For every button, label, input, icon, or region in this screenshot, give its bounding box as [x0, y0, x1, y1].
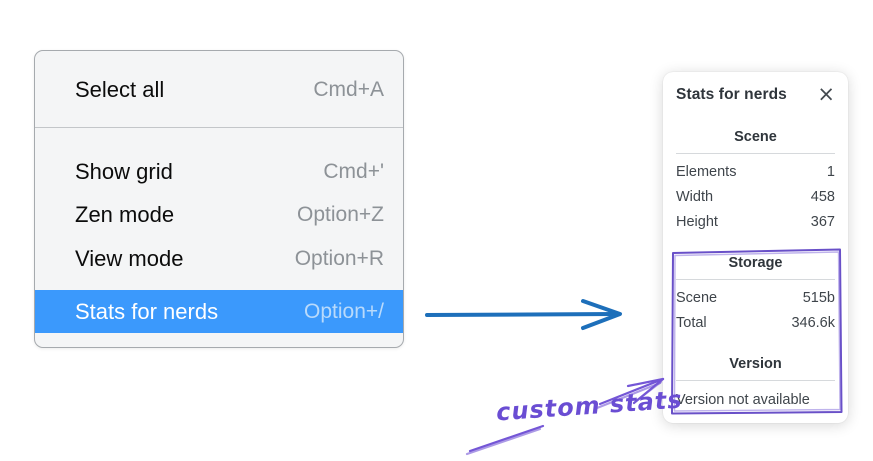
stat-value: 515b [802, 289, 835, 306]
stats-panel: Stats for nerds × Scene Elements 1 Width… [663, 72, 848, 423]
menu-item-shortcut: Option+R [294, 247, 384, 270]
flow-arrow-icon [425, 299, 622, 330]
stats-panel-header: Stats for nerds × [676, 84, 835, 105]
stat-row-total-storage: Total 346.6k [676, 310, 835, 335]
menu-item-label: Stats for nerds [75, 298, 219, 324]
section-title-version: Version [729, 356, 782, 372]
stat-label: Total [676, 314, 707, 331]
version-note: Version not available [676, 392, 810, 408]
menu-item-shortcut: Cmd+' [323, 160, 384, 183]
annotation-box [671, 248, 843, 415]
stat-row-width: Width 458 [676, 184, 835, 209]
section-title-storage: Storage [728, 255, 783, 271]
stats-panel-title: Stats for nerds [676, 85, 787, 103]
section-divider [676, 153, 835, 154]
annotation-arrow-icon [465, 377, 665, 456]
menu-item-view-mode[interactable]: View mode Option+R [35, 237, 403, 281]
stat-row-scene-storage: Scene 515b [676, 285, 835, 310]
menu-item-select-all[interactable]: Select all Cmd+A [35, 68, 403, 112]
section-divider [676, 380, 835, 381]
menu-item-shortcut: Option+Z [297, 203, 384, 226]
menu-item-stats-for-nerds[interactable]: Stats for nerds Option+/ [35, 290, 403, 333]
stat-value: 458 [810, 188, 835, 205]
menu-item-label: View mode [75, 246, 184, 271]
section-divider [676, 279, 835, 280]
close-button[interactable]: × [817, 84, 835, 105]
menu-item-shortcut: Cmd+A [313, 78, 384, 101]
context-menu: Select all Cmd+A Show grid Cmd+' Zen mod… [34, 50, 404, 348]
menu-item-show-grid[interactable]: Show grid Cmd+' [35, 150, 403, 194]
stat-label: Elements [676, 163, 737, 180]
stat-value: 1 [826, 163, 835, 180]
stat-label: Scene [676, 289, 718, 306]
stat-label: Width [676, 188, 714, 205]
menu-item-label: Zen mode [75, 202, 175, 227]
stat-row-elements: Elements 1 [676, 159, 835, 184]
stat-value: 346.6k [791, 314, 835, 331]
stat-row-height: Height 367 [676, 209, 835, 234]
menu-item-shortcut: Option+/ [304, 299, 384, 323]
close-icon: × [817, 82, 835, 106]
stat-value: 367 [810, 213, 835, 230]
section-title-scene: Scene [734, 129, 777, 145]
menu-item-label: Show grid [75, 159, 173, 184]
menu-item-zen-mode[interactable]: Zen mode Option+Z [35, 193, 403, 237]
menu-separator [35, 127, 403, 128]
stat-label: Height [676, 213, 718, 230]
menu-item-label: Select all [75, 77, 165, 102]
